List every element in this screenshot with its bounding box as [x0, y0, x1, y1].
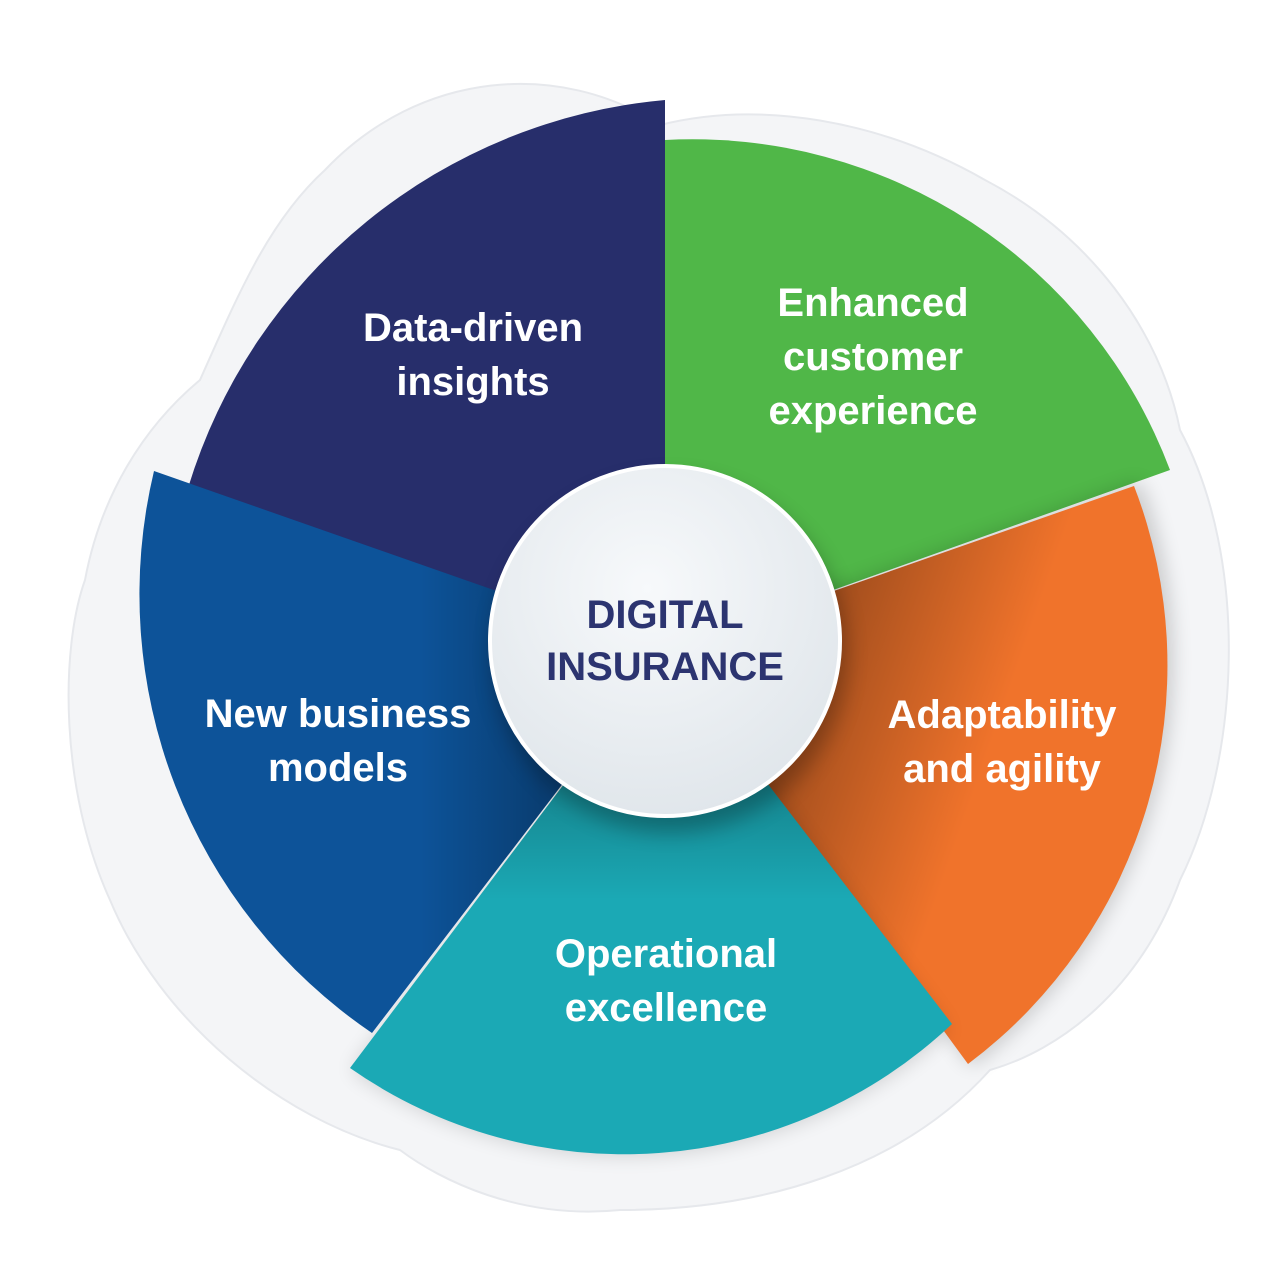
hub-circle: [488, 464, 842, 818]
label-line: models: [267, 746, 409, 790]
label-operational-excellence: Operational excellence: [555, 927, 777, 1035]
label-line: Enhanced: [777, 281, 969, 325]
label-line: excellence: [564, 986, 768, 1030]
label-line: Adaptability: [887, 693, 1117, 737]
label-new-business-models: New business models: [205, 687, 472, 795]
segment-operational-inner-shade: [350, 650, 952, 1155]
hub-title: DIGITAL INSURANCE: [546, 589, 784, 693]
label-line: customer: [782, 335, 964, 379]
label-adaptability-and-agility: Adaptability and agility: [888, 688, 1117, 796]
label-line: Data-driven: [362, 306, 584, 350]
label-line: insights: [396, 360, 550, 404]
hub-title-line-2: INSURANCE: [546, 645, 784, 689]
label-enhanced-customer-experience: Enhanced customer experience: [768, 276, 977, 438]
label-line: experience: [768, 389, 978, 433]
label-line: New business: [204, 692, 472, 736]
hub-title-line-1: DIGITAL: [586, 593, 744, 637]
label-data-driven-insights: Data-driven insights: [363, 301, 583, 409]
label-line: Operational: [554, 932, 778, 976]
label-line: and agility: [903, 747, 1101, 791]
